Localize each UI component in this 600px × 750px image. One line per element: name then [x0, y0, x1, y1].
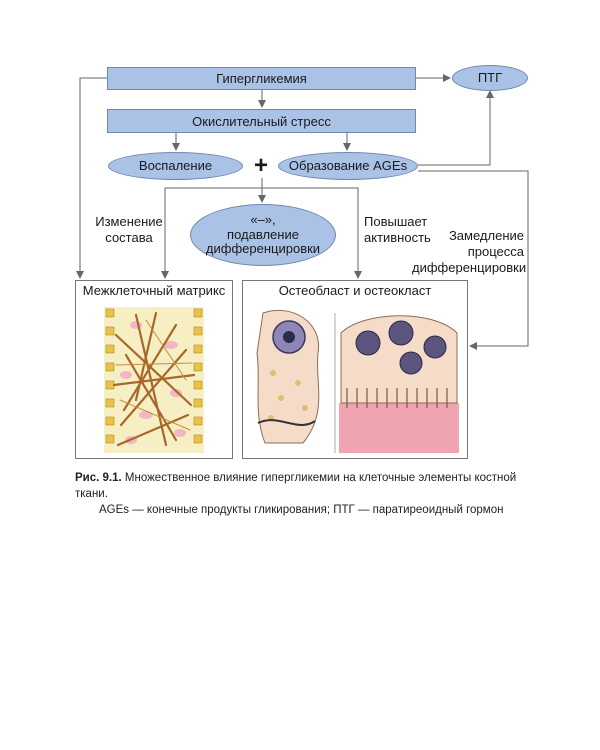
arrow-slowdown	[418, 170, 529, 350]
cells-panel-title: Остеобласт и остеокласт	[278, 283, 432, 298]
suppression-text-2: подавление	[227, 226, 299, 242]
change-composition-label: Изменение состава	[94, 214, 164, 246]
caption-text-2: AGEs — конечные продукты гликирования; П…	[99, 504, 504, 516]
caption-line-1: Рис. 9.1. Множественное влияние гипергли…	[75, 470, 535, 502]
arrow-change-composition	[161, 187, 262, 279]
suppression-node: «–», подавление дифференцировки	[190, 204, 336, 266]
arrow-ages-to-ptg	[418, 90, 494, 166]
increase-label-1: Повышает	[364, 214, 428, 229]
arrow-hyper-to-matrix	[76, 77, 107, 279]
slowdown-label-3: дифференцировки	[412, 260, 527, 275]
arrow-increase-activity	[262, 187, 362, 279]
osteoclast-drawing	[339, 315, 459, 453]
cells-illustration	[256, 309, 459, 453]
slowdown-label-2: процесса	[467, 244, 524, 259]
cells-panel: Остеобласт и остеокласт	[242, 280, 468, 459]
matrix-illustration	[104, 307, 204, 453]
suppression-text-1: «–»,	[250, 211, 276, 227]
change-label-2: состава	[105, 230, 153, 245]
figure-number: Рис. 9.1.	[75, 472, 122, 484]
figure-caption: Рис. 9.1. Множественное влияние гипергли…	[75, 470, 535, 518]
ages-formation-node: Образование AGEs	[278, 152, 418, 180]
osteoblast-drawing	[256, 309, 320, 444]
change-label-1: Изменение	[95, 214, 163, 229]
inflammation-node: Воспаление	[108, 152, 243, 180]
slowdown-label: Замедление процесса дифференцировки	[412, 228, 527, 276]
increase-activity-label: Повышает активность	[364, 214, 431, 246]
slowdown-label-1: Замедление	[448, 228, 524, 243]
ptg-node: ПТГ	[452, 65, 528, 91]
plus-sign: +	[254, 152, 269, 179]
matrix-panel-title: Межклеточный матрикс	[82, 283, 226, 298]
oxidative-stress-node: Окислительный стресс	[107, 109, 416, 133]
matrix-panel: Межклеточный матрикс	[75, 280, 233, 459]
suppression-text-3: дифференцировки	[205, 241, 321, 257]
caption-text-1: Множественное влияние гипергликемии на к…	[75, 472, 517, 500]
hyperglycemia-node: Гипергликемия	[107, 67, 416, 90]
increase-label-2: активность	[364, 230, 431, 245]
